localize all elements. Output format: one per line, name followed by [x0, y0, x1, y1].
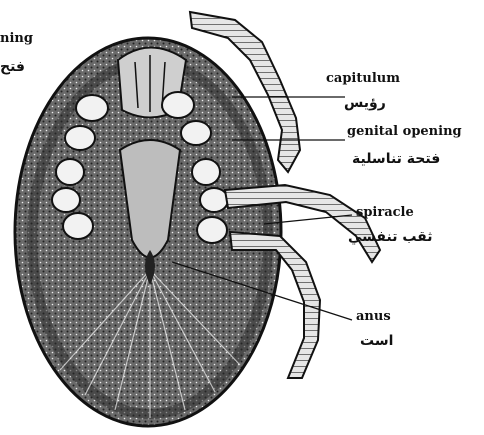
spiracle-label-en: spiracle — [356, 206, 414, 219]
opening-label-ar: فتح — [0, 60, 25, 74]
genital-opening-label-ar: فتحة تناسلية — [352, 152, 440, 166]
spiracle-label-ar: ثقب تنفسي — [348, 230, 433, 244]
anus-label-en: anus — [356, 310, 391, 323]
capitulum-label-ar: رؤيس — [344, 96, 386, 110]
opening-label-en: ning — [0, 32, 33, 45]
genital-opening-label-en: genital opening — [347, 125, 462, 138]
capitulum-label-en: capitulum — [326, 72, 400, 85]
anus-label-ar: است — [360, 334, 393, 348]
